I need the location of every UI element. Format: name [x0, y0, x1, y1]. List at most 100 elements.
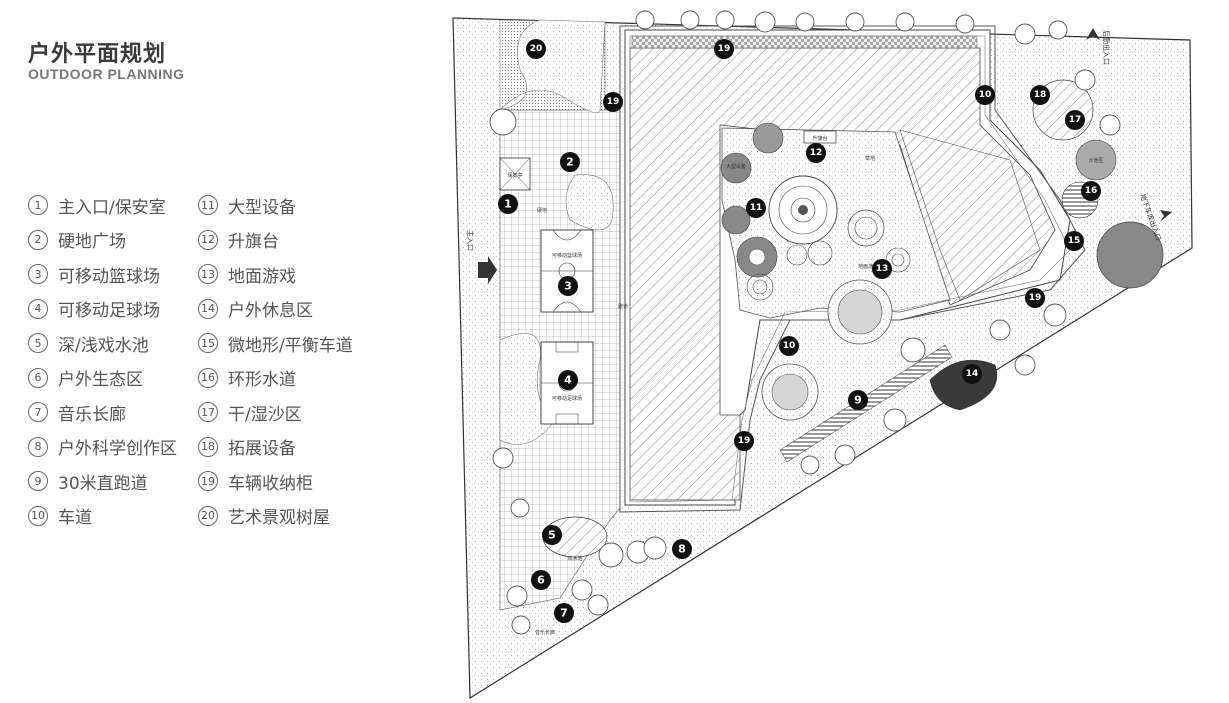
- legend-label: 拓展设备: [228, 439, 296, 460]
- back-entrance-label: 后勤出入口: [1102, 30, 1111, 65]
- plan-markers: 1 2 3 4 5 6 7 8 9 10 10 11 12 13 14 15 1…: [498, 39, 1101, 623]
- plan-marker: 8: [672, 539, 692, 559]
- plan-marker: 1: [498, 194, 518, 214]
- legend-number: 3: [28, 264, 48, 285]
- legend-item: 4 可移动足球场: [28, 292, 177, 327]
- legend-label: 环形水道: [228, 370, 296, 391]
- svg-text:18: 18: [1034, 90, 1047, 100]
- svg-text:1: 1: [504, 198, 512, 211]
- legend-number: 19: [198, 471, 218, 492]
- flag-stage-label: 升旗台: [812, 135, 827, 142]
- guard-house-label: 保安亭: [507, 172, 522, 179]
- legend-item: 16 环形水道: [198, 361, 353, 396]
- legend-number: 20: [198, 505, 218, 526]
- legend-number: 12: [198, 229, 218, 250]
- big-equipment-label: 大型设备: [726, 163, 746, 170]
- legend-number: 16: [198, 367, 218, 388]
- legend-label: 音乐长廊: [58, 404, 126, 425]
- legend-number: 7: [28, 402, 48, 423]
- svg-text:13: 13: [876, 264, 889, 274]
- sand-area-label: 沙池区: [1088, 157, 1103, 164]
- svg-text:19: 19: [738, 436, 751, 446]
- svg-text:9: 9: [854, 394, 862, 407]
- plan-marker: 9: [848, 390, 868, 410]
- plan-marker: 12: [806, 143, 826, 163]
- guard-house: 保安亭: [499, 157, 531, 191]
- ground-game-label: 地面游戏: [858, 263, 878, 270]
- legend-number: 1: [28, 195, 48, 216]
- svg-text:3: 3: [564, 280, 572, 293]
- svg-text:20: 20: [530, 44, 543, 54]
- legend-label: 户外生态区: [58, 370, 143, 391]
- plan-marker: 5: [542, 525, 562, 545]
- legend-number: 10: [28, 505, 48, 526]
- legend-item: 19 车辆收纳柜: [198, 464, 353, 499]
- legend-label: 户外休息区: [228, 301, 313, 322]
- svg-text:19: 19: [718, 44, 731, 54]
- legend-number: 4: [28, 298, 48, 319]
- legend-label: 主入口/保安室: [58, 197, 166, 218]
- plan-marker: 6: [531, 570, 551, 590]
- legend-label: 车辆收纳柜: [228, 473, 313, 494]
- svg-text:16: 16: [1085, 186, 1098, 196]
- legend-item: 12 升旗台: [198, 223, 353, 258]
- legend-item: 6 户外生态区: [28, 361, 177, 396]
- main-entrance-label: 主入口: [466, 230, 475, 251]
- site-plan: 可移动篮球场 可移动足球场 保安亭: [452, 10, 1193, 700]
- legend-item: 1 主入口/保安室: [28, 188, 177, 223]
- legend-item: 7 音乐长廊: [28, 395, 177, 430]
- trees: [489, 10, 1121, 635]
- svg-text:4: 4: [564, 374, 572, 387]
- inner-courtyard: [721, 127, 1041, 319]
- legend-label: 30米直跑道: [58, 473, 148, 494]
- circular-plazas: [761, 279, 998, 421]
- legend-label: 微地形/平衡车道: [228, 335, 353, 356]
- driveway: [619, 25, 1086, 513]
- legend-number: 11: [198, 195, 218, 216]
- legend-label: 可移动足球场: [58, 301, 160, 322]
- legend-number: 13: [198, 264, 218, 285]
- track-label: 跑道: [618, 303, 628, 310]
- svg-text:6: 6: [537, 574, 545, 587]
- plan-marker: 3: [558, 276, 578, 296]
- football-court-label: 可移动足球场: [552, 395, 582, 402]
- legend-number: 8: [28, 436, 48, 457]
- plan-marker: 19: [603, 92, 623, 112]
- plan-marker: 19: [1025, 288, 1045, 308]
- music-corridor-label: 音乐长廊: [535, 629, 555, 636]
- plan-marker: 19: [714, 39, 734, 59]
- plan-marker: 18: [1030, 85, 1050, 105]
- plan-marker: 4: [558, 370, 578, 390]
- page-title: 户外平面规划: [28, 42, 167, 67]
- svg-text:2: 2: [566, 156, 574, 169]
- legend-number: 6: [28, 367, 48, 388]
- svg-text:5: 5: [548, 529, 556, 542]
- basketball-court-label: 可移动篮球场: [552, 252, 582, 259]
- svg-text:10: 10: [783, 341, 796, 351]
- plan-marker: 20: [526, 39, 546, 59]
- svg-text:17: 17: [1069, 115, 1082, 125]
- legend-label: 升旗台: [228, 232, 279, 253]
- hard-ground-label: 硬地: [537, 207, 547, 214]
- svg-text:10: 10: [979, 90, 992, 100]
- plan-marker: 17: [1065, 110, 1085, 130]
- legend-label: 地面游戏: [228, 266, 296, 287]
- plan-marker: 19: [734, 431, 754, 451]
- svg-text:19: 19: [1029, 293, 1042, 303]
- plan-marker: 2: [560, 152, 580, 172]
- page-subtitle: OUTDOOR PLANNING: [28, 66, 185, 82]
- water-pool-label: 戏水池: [567, 555, 582, 562]
